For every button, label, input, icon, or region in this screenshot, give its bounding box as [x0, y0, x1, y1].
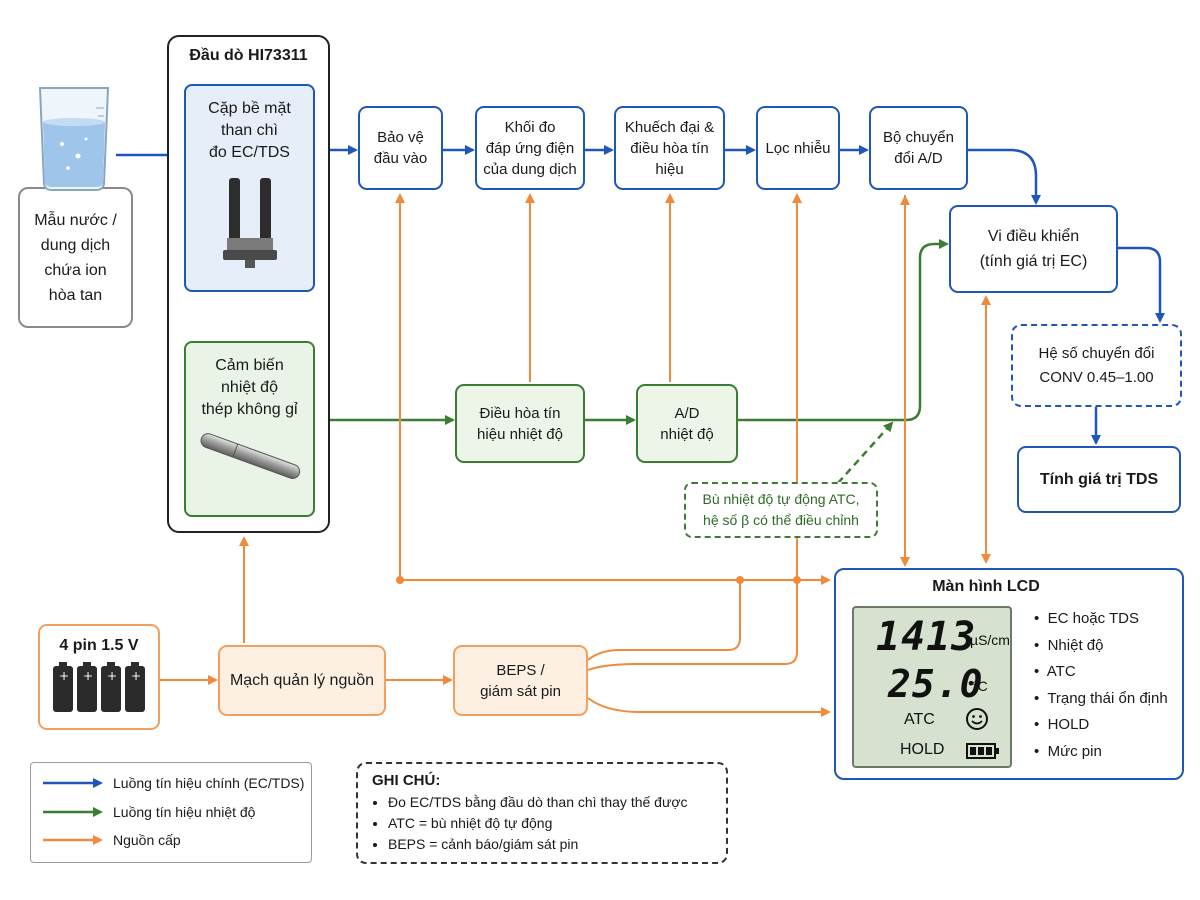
svg-text:+: +: [59, 669, 69, 683]
legend: Luồng tín hiệu chính (EC/TDS) Luồng tín …: [30, 762, 312, 863]
power-management-block: Mạch quản lý nguồn: [218, 645, 386, 716]
svg-text:+: +: [83, 669, 93, 683]
legend-temp-signal: Luồng tín hiệu nhiệt độ: [41, 802, 255, 822]
tds-calc-block: Tính giá trị TDS: [1017, 446, 1181, 513]
notes-title: GHI CHÚ:: [372, 772, 441, 789]
lcd-screen: 1413 µS/cm 25.0 °C ATC HOLD: [852, 606, 1012, 768]
list-item: BEPS = cảnh báo/giám sát pin: [388, 834, 712, 855]
temp-conditioning-block: Điều hòa tín hiệu nhiệt độ: [455, 384, 585, 463]
temp-unit: °C: [972, 678, 988, 694]
input-protection-block: Bảo vệ đầu vào: [358, 106, 443, 190]
microcontroller-block: Vi điều khiển (tính giá trị EC): [949, 205, 1118, 293]
lcd-panel: Màn hình LCD 1413 µS/cm 25.0 °C ATC HOLD…: [834, 568, 1184, 780]
sample-box: Mẫu nước / dung dịch chứa ion hòa tan: [18, 187, 133, 328]
svg-text:+: +: [131, 669, 141, 683]
atc-note: Bù nhiệt độ tự động ATC, hệ số β có thể …: [684, 482, 878, 538]
temp-sensor-label: Cảm biến nhiệt độ thép không gỉ: [201, 357, 298, 418]
list-item: • Mức pin: [1034, 742, 1102, 760]
lcd-title: Màn hình LCD: [932, 578, 1040, 595]
legend-power: Nguồn cấp: [41, 830, 181, 850]
smiley-icon: [964, 706, 990, 737]
electrode-label: Cặp bề mặt than chì đo EC/TDS: [208, 100, 291, 161]
probe-panel: Đầu dò HI73311 Cặp bề mặt than chì đo EC…: [167, 35, 330, 533]
sample-beaker-icon: [34, 84, 114, 199]
list-item: ATC = bù nhiệt độ tự động: [388, 813, 712, 834]
steel-rod-icon: [186, 427, 313, 494]
probe-title: Đầu dò HI73311: [189, 47, 308, 64]
notes-box: GHI CHÚ: Đo EC/TDS bằng đầu dò than chì …: [356, 762, 728, 864]
svg-text:+: +: [107, 669, 117, 683]
list-item: • HOLD: [1034, 716, 1090, 733]
hold-indicator: HOLD: [900, 741, 945, 758]
atc-indicator: ATC: [904, 711, 935, 728]
list-item: • EC hoặc TDS: [1034, 610, 1140, 627]
temp-reading: 25.0: [888, 662, 984, 706]
ec-unit: µS/cm: [970, 632, 1010, 648]
list-item: • Nhiệt độ: [1034, 636, 1104, 654]
list-item: Đo EC/TDS bằng đầu dò than chì thay thế …: [388, 792, 712, 813]
graphite-electrode-box: Cặp bề mặt than chì đo EC/TDS: [184, 84, 315, 292]
sample-label: Mẫu nước / dung dịch chứa ion hòa tan: [34, 211, 117, 304]
adc-block: Bộ chuyển đổi A/D: [869, 106, 968, 190]
amplifier-block: Khuếch đại & điều hòa tín hiệu: [614, 106, 725, 190]
measurement-block: Khối đo đáp ứng điện của dung dịch: [475, 106, 585, 190]
temperature-sensor-box: Cảm biến nhiệt độ thép không gỉ: [184, 341, 315, 517]
lcd-feature-list: • EC hoặc TDS • Nhiệt độ • ATC • Trạng t…: [1034, 610, 1168, 769]
list-item: • Trạng thái ổn định: [1034, 689, 1168, 707]
battery-icon: + + + +: [51, 661, 147, 720]
legend-main-signal: Luồng tín hiệu chính (EC/TDS): [41, 773, 304, 793]
conversion-factor-block: Hệ số chuyển đổi CONV 0.45–1.00: [1011, 324, 1182, 407]
list-item: • ATC: [1034, 663, 1076, 680]
battery-level-icon: [966, 742, 1000, 765]
battery-box: 4 pin 1.5 V + + + +: [38, 624, 160, 730]
beps-block: BEPS / giám sát pin: [453, 645, 588, 716]
battery-label: 4 pin 1.5 V: [59, 636, 139, 654]
ec-reading: 1413: [876, 614, 977, 660]
temp-adc-block: A/D nhiệt độ: [636, 384, 738, 463]
graphite-electrode-icon: [186, 174, 313, 281]
noise-filter-block: Lọc nhiễu: [756, 106, 840, 190]
